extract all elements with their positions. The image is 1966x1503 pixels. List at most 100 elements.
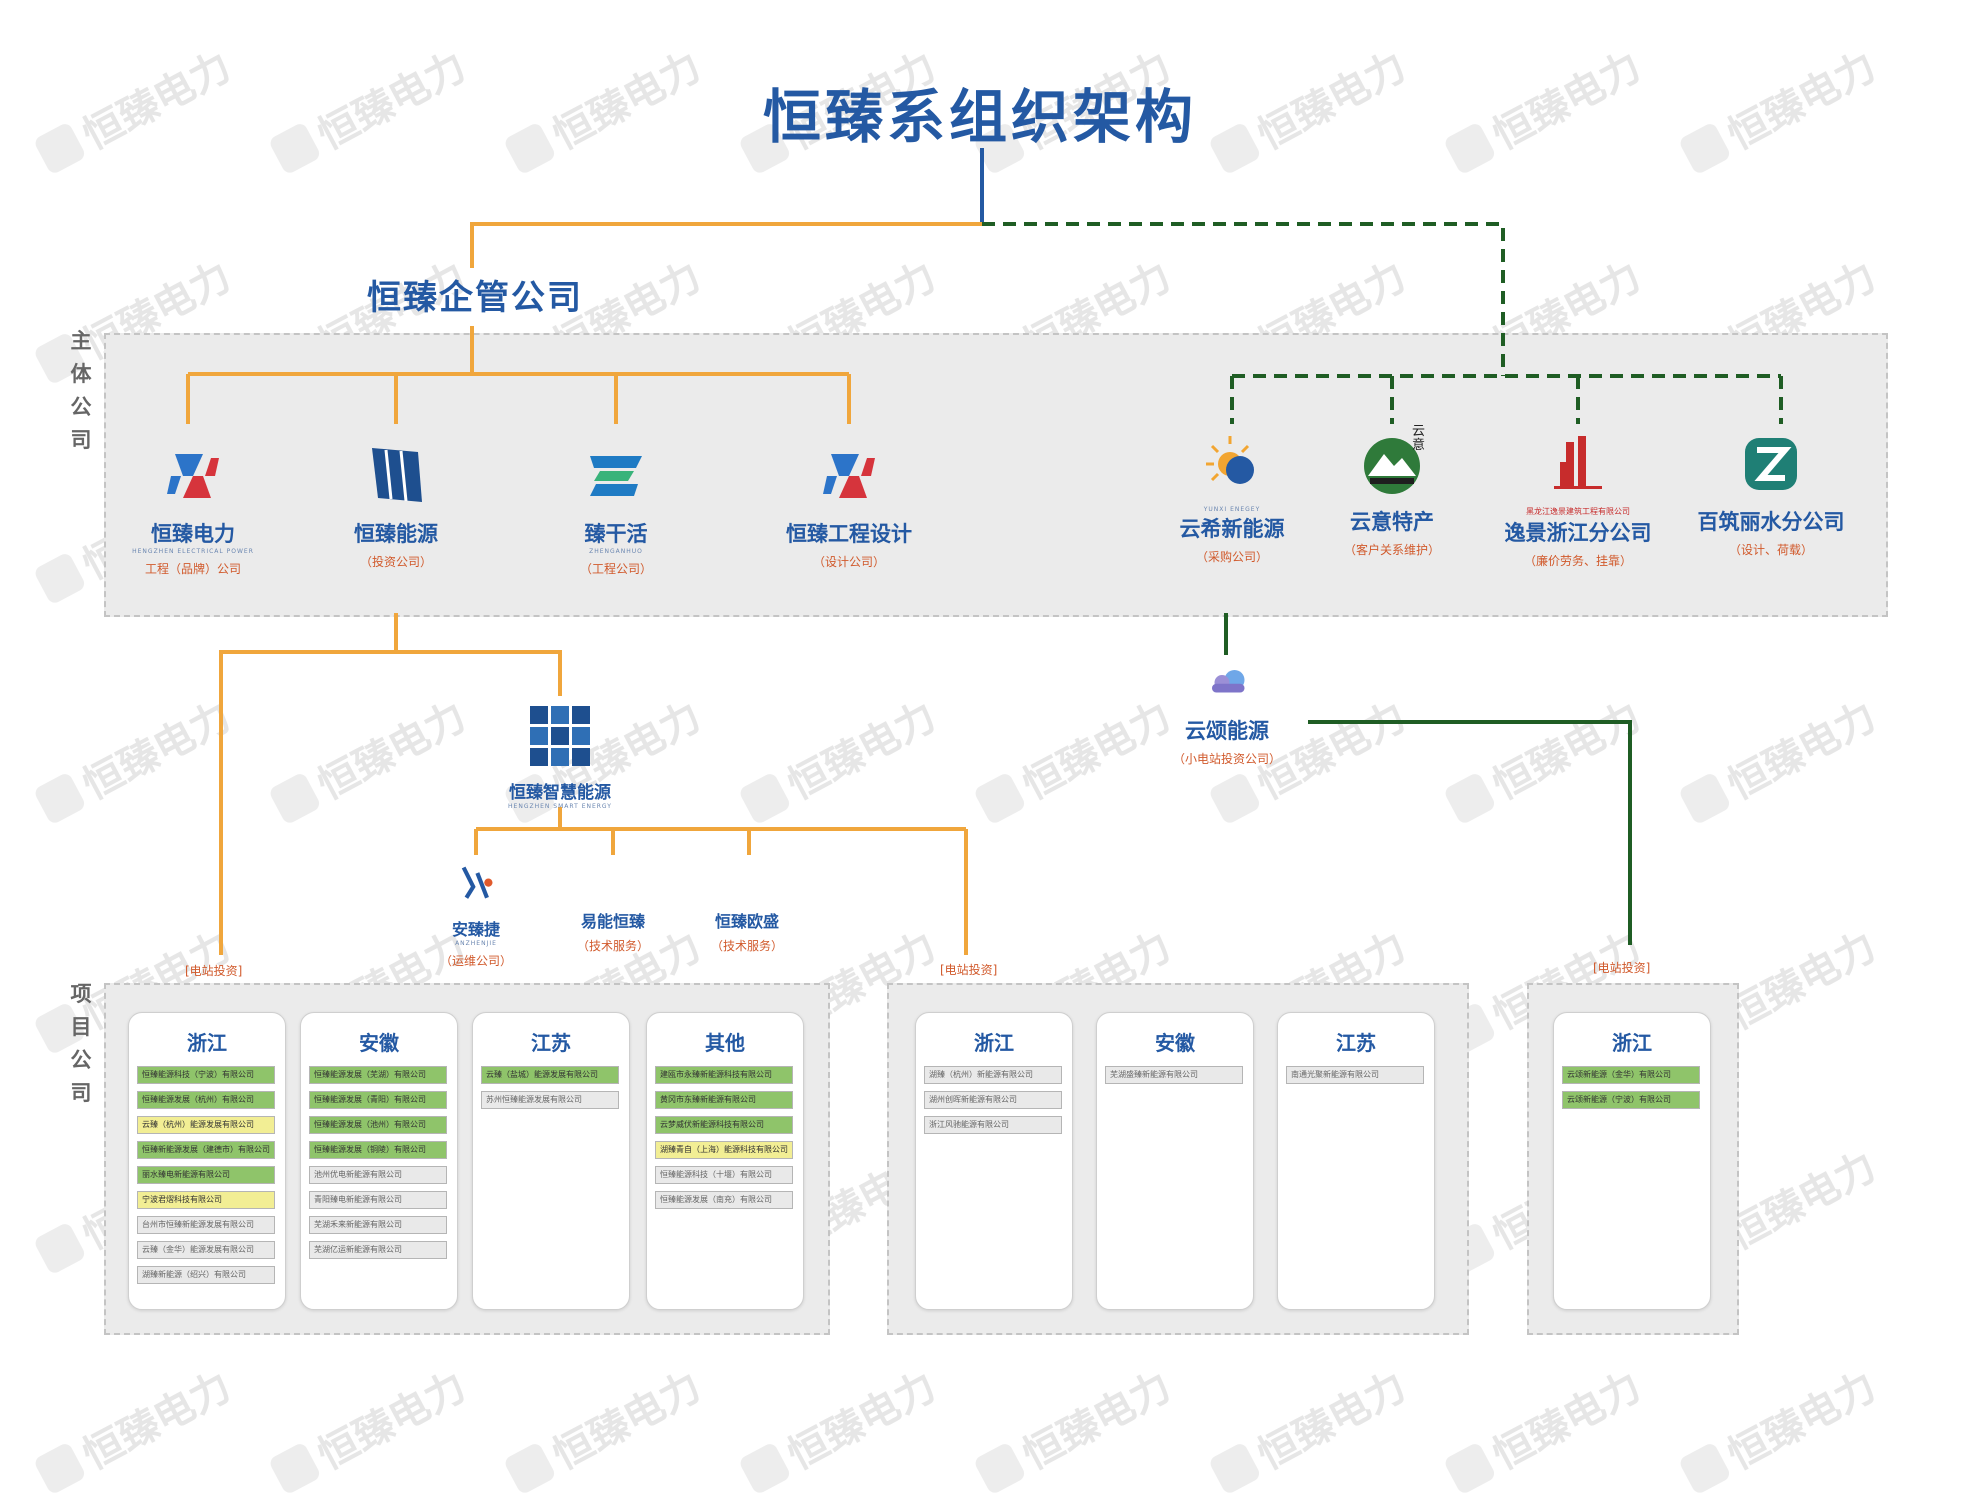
project-company-item[interactable]: 云颂新能源（金华）有限公司 bbox=[1562, 1066, 1700, 1084]
project-company-item[interactable]: 建瓯市永臻新能源科技有限公司 bbox=[655, 1066, 793, 1084]
company-english-name: 黑龙江逸景建筑工程有限公司 bbox=[1526, 507, 1630, 516]
project-company-item[interactable]: 恒臻能源发展（南充）有限公司 bbox=[655, 1191, 793, 1209]
project-company-item[interactable]: 台州市恒臻新能源发展有限公司 bbox=[137, 1216, 275, 1234]
project-company-item[interactable]: 苏州恒臻能源发展有限公司 bbox=[481, 1091, 619, 1109]
company-yinenghengzhen[interactable]: 易能恒臻 （技术服务） bbox=[513, 908, 713, 954]
company-list: 恒臻能源发展（芜湖）有限公司恒臻能源发展（青阳）有限公司恒臻能源发展（池州）有限… bbox=[301, 1066, 457, 1259]
region-title: 安徽 bbox=[359, 1031, 399, 1055]
hengzhen-design-logo bbox=[823, 454, 875, 498]
region-card-1-1: 安徽芜湖盛臻新能源有限公司 bbox=[1096, 1012, 1254, 1310]
project-company-item[interactable]: 恒臻能源发展（青阳）有限公司 bbox=[309, 1091, 447, 1109]
company-list: 恒臻能源科技（宁波）有限公司恒臻能源发展（杭州）有限公司云臻（杭州）能源发展有限… bbox=[129, 1066, 285, 1284]
company-role: （设计公司） bbox=[812, 555, 885, 569]
company-english-name: HENGZHEN SMART ENERGY bbox=[508, 803, 612, 810]
company-name: 安臻捷 bbox=[451, 920, 500, 939]
company-list: 湖臻（杭州）新能源有限公司湖州创晖新能源有限公司浙江风驰能源有限公司 bbox=[916, 1066, 1072, 1134]
project-company-item[interactable]: 恒臻能源发展（池州）有限公司 bbox=[309, 1116, 447, 1134]
project-company-item[interactable]: 恒臻能源发展（杭州）有限公司 bbox=[137, 1091, 275, 1109]
hengzhen-power-logo bbox=[167, 454, 219, 498]
company-name: 易能恒臻 bbox=[580, 912, 645, 931]
project-company-item[interactable]: 芜湖亿运新能源有限公司 bbox=[309, 1241, 447, 1259]
company-role: （工程公司） bbox=[579, 562, 652, 576]
project-company-item[interactable]: 云臻（盐城）能源发展有限公司 bbox=[481, 1066, 619, 1084]
region-title: 浙江 bbox=[974, 1031, 1014, 1055]
company-hengzhen-energy[interactable]: 恒臻能源 （投资公司） bbox=[296, 444, 496, 570]
region-card-0-0: 浙江恒臻能源科技（宁波）有限公司恒臻能源发展（杭州）有限公司云臻（杭州）能源发展… bbox=[128, 1012, 286, 1310]
company-list: 建瓯市永臻新能源科技有限公司黄冈市东臻新能源有限公司云梦威伏新能源科技有限公司湖… bbox=[647, 1066, 803, 1209]
company-role: （小电站投资公司） bbox=[1172, 752, 1281, 766]
company-list: 芜湖盛臻新能源有限公司 bbox=[1097, 1066, 1253, 1084]
company-name: 恒臻能源 bbox=[354, 522, 438, 546]
project-company-item[interactable]: 浙江风驰能源有限公司 bbox=[924, 1116, 1062, 1134]
invest-tag: [电站投资] bbox=[1593, 961, 1651, 975]
company-hengzhen-power[interactable]: 恒臻电力 HENGZHEN ELECTRICAL POWER 工程（品牌）公司 bbox=[93, 444, 293, 577]
orange-lines bbox=[186, 222, 982, 955]
company-english-name: HENGZHEN ELECTRICAL POWER bbox=[132, 548, 254, 555]
company-english-name: ANZHENJIE bbox=[455, 940, 497, 947]
project-company-item[interactable]: 宁波君熠科技有限公司 bbox=[137, 1191, 275, 1209]
region-title: 其他 bbox=[705, 1031, 745, 1055]
company-name: 云意特产 bbox=[1350, 510, 1434, 534]
project-company-item[interactable]: 恒臻能源科技（十堰）有限公司 bbox=[655, 1166, 793, 1184]
project-company-item[interactable]: 南通光聚新能源有限公司 bbox=[1286, 1066, 1424, 1084]
region-title: 安徽 bbox=[1155, 1031, 1195, 1055]
region-card-1-2: 江苏南通光聚新能源有限公司 bbox=[1277, 1012, 1435, 1310]
company-yunyi[interactable]: 云意特产 （客户关系维护） bbox=[1292, 432, 1492, 558]
region-title: 江苏 bbox=[531, 1031, 571, 1055]
company-role: 工程（品牌）公司 bbox=[144, 562, 241, 576]
project-company-item[interactable]: 恒臻新能源发展（建德市）有限公司 bbox=[137, 1141, 275, 1159]
project-company-item[interactable]: 云梦威伏新能源科技有限公司 bbox=[655, 1116, 793, 1134]
company-smart-energy[interactable]: 恒臻智慧能源 HENGZHEN SMART ENERGY bbox=[460, 704, 660, 810]
project-company-item[interactable]: 湖臻（杭州）新能源有限公司 bbox=[924, 1066, 1062, 1084]
smart-energy-grid-logo bbox=[530, 706, 590, 766]
baizhu-z-logo bbox=[1745, 438, 1797, 490]
company-name: 云希新能源 bbox=[1179, 517, 1285, 541]
company-hengzhen-design[interactable]: 恒臻工程设计 （设计公司） bbox=[749, 444, 949, 570]
company-name: 恒臻工程设计 bbox=[786, 522, 912, 546]
company-role: （投资公司） bbox=[359, 555, 432, 569]
project-company-item[interactable]: 湖臻新能源（绍兴）有限公司 bbox=[137, 1266, 275, 1284]
project-company-item[interactable]: 黄冈市东臻新能源有限公司 bbox=[655, 1091, 793, 1109]
project-company-item[interactable]: 恒臻能源科技（宁波）有限公司 bbox=[137, 1066, 275, 1084]
company-baizhu[interactable]: 百筑丽水分公司 （设计、荷载） bbox=[1671, 432, 1871, 558]
project-company-item[interactable]: 云颂新能源（宁波）有限公司 bbox=[1562, 1091, 1700, 1109]
company-list: 云臻（盐城）能源发展有限公司苏州恒臻能源发展有限公司 bbox=[473, 1066, 629, 1109]
project-company-item[interactable]: 芜湖禾来新能源有限公司 bbox=[309, 1216, 447, 1234]
project-company-item[interactable]: 池州优电新能源有限公司 bbox=[309, 1166, 447, 1184]
company-yunsong[interactable]: 云颂能源 （小电站投资公司） bbox=[1127, 665, 1327, 767]
project-company-item[interactable]: 芜湖盛臻新能源有限公司 bbox=[1105, 1066, 1243, 1084]
company-name: 恒臻电力 bbox=[151, 522, 235, 546]
company-list: 南通光聚新能源有限公司 bbox=[1278, 1066, 1434, 1084]
side-label-project: 项目公司 bbox=[70, 982, 92, 1105]
region-title: 浙江 bbox=[187, 1031, 227, 1055]
company-name: 逸景浙江分公司 bbox=[1504, 521, 1652, 545]
company-english-name: ZHENGANHUO bbox=[589, 548, 643, 555]
project-company-item[interactable]: 丽水臻电新能源有限公司 bbox=[137, 1166, 275, 1184]
project-company-item[interactable]: 青阳臻电新能源有限公司 bbox=[309, 1191, 447, 1209]
company-role: （技术服务） bbox=[576, 939, 649, 953]
invest-tag: [电站投资] bbox=[185, 964, 243, 978]
company-anzhenjie[interactable]: 安臻捷 ANZHENJIE （运维公司） bbox=[376, 862, 576, 969]
company-name: 臻干活 bbox=[584, 522, 648, 546]
company-hengzhen-ousheng[interactable]: 恒臻欧盛 （技术服务） bbox=[647, 908, 847, 954]
project-company-item[interactable]: 云臻（金华）能源发展有限公司 bbox=[137, 1241, 275, 1259]
company-name: 恒臻欧盛 bbox=[714, 912, 779, 931]
company-yijing[interactable]: 黑龙江逸景建筑工程有限公司 逸景浙江分公司 （廉价劳务、挂靠） bbox=[1478, 432, 1678, 569]
yijing-building-logo bbox=[1554, 436, 1602, 489]
company-name: 恒臻智慧能源 bbox=[509, 783, 611, 803]
holding-company-name: 恒臻企管公司 bbox=[367, 278, 583, 318]
solar-panel-logo bbox=[372, 448, 422, 502]
project-company-item[interactable]: 云臻（杭州）能源发展有限公司 bbox=[137, 1116, 275, 1134]
company-role: （运维公司） bbox=[439, 954, 512, 968]
company-role: （廉价劳务、挂靠） bbox=[1523, 554, 1632, 568]
project-company-item[interactable]: 恒臻能源发展（芜湖）有限公司 bbox=[309, 1066, 447, 1084]
project-company-item[interactable]: 恒臻能源发展（铜陵）有限公司 bbox=[309, 1141, 447, 1159]
invest-tag: [电站投资] bbox=[940, 963, 998, 977]
region-card-0-2: 江苏云臻（盐城）能源发展有限公司苏州恒臻能源发展有限公司 bbox=[472, 1012, 630, 1310]
project-company-item[interactable]: 湖臻青自（上海）能源科技有限公司 bbox=[655, 1141, 793, 1159]
company-zhenganhuo[interactable]: 臻干活 ZHENGANHUO （工程公司） bbox=[516, 444, 716, 577]
company-list: 云颂新能源（金华）有限公司云颂新能源（宁波）有限公司 bbox=[1554, 1066, 1710, 1109]
company-name: 云颂能源 bbox=[1185, 719, 1269, 743]
region-card-0-1: 安徽恒臻能源发展（芜湖）有限公司恒臻能源发展（青阳）有限公司恒臻能源发展（池州）… bbox=[300, 1012, 458, 1310]
project-company-item[interactable]: 湖州创晖新能源有限公司 bbox=[924, 1091, 1062, 1109]
